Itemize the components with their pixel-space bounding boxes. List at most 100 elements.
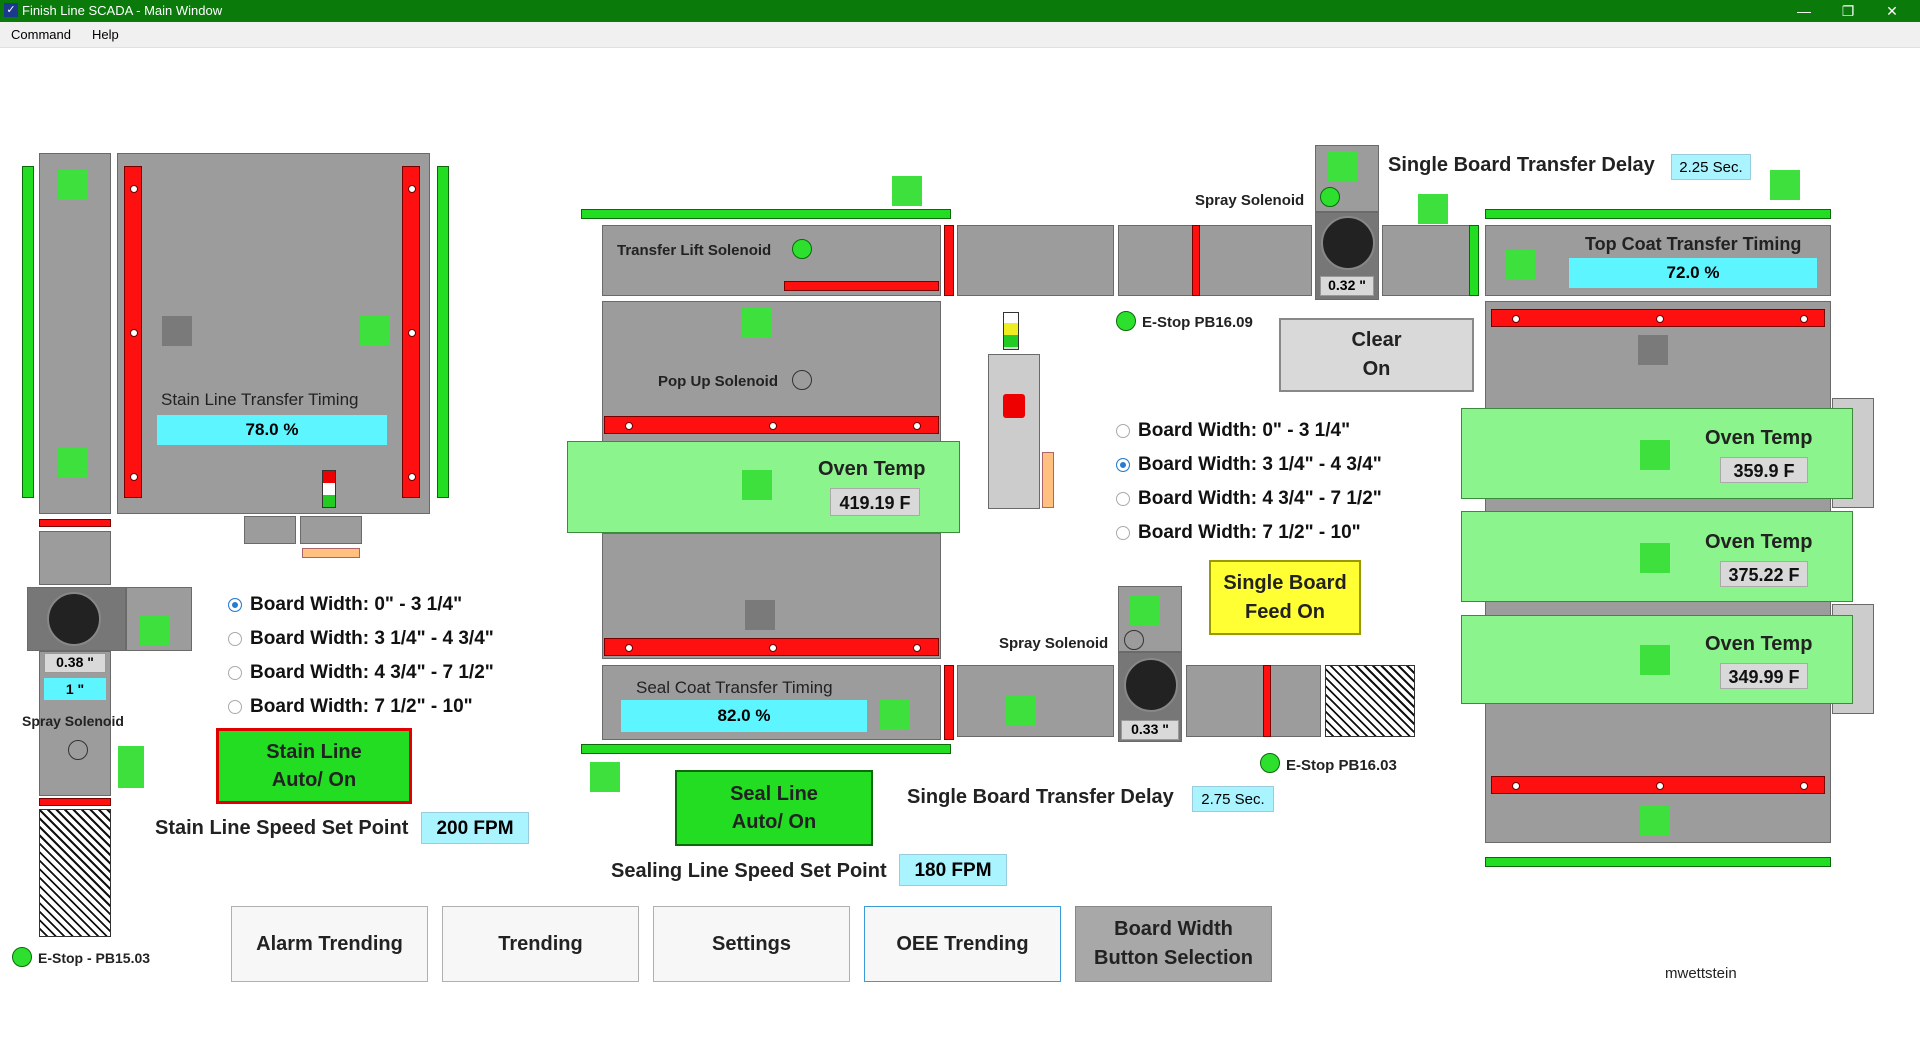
minimize-icon[interactable]: — bbox=[1784, 1, 1824, 21]
mid-tray bbox=[1042, 452, 1054, 508]
stain-transfer-timing-value[interactable]: 78.0 % bbox=[157, 415, 387, 445]
radio-selected-icon[interactable] bbox=[228, 598, 242, 612]
stain-radio-1[interactable]: Board Width: 3 1/4" - 4 3/4" bbox=[228, 622, 494, 656]
seal-transfer-timing-value[interactable]: 82.0 % bbox=[621, 700, 867, 732]
delay-top-value[interactable]: 2.25 Sec. bbox=[1671, 154, 1751, 180]
seal-speed-value[interactable]: 180 FPM bbox=[899, 854, 1007, 886]
mid-gauge-bottom-icon bbox=[1124, 658, 1178, 712]
motor-icon bbox=[1130, 596, 1160, 626]
delay-bottom-value[interactable]: 2.75 Sec. bbox=[1192, 786, 1274, 812]
topcoat-oven-3-label: Oven Temp bbox=[1705, 633, 1812, 656]
mid-radio-3[interactable]: Board Width: 7 1/2" - 10" bbox=[1116, 516, 1382, 550]
delay-bottom-label: Single Board Transfer Delay bbox=[907, 786, 1174, 809]
motor-icon bbox=[1640, 806, 1670, 836]
stain-tray bbox=[302, 548, 360, 558]
motor-icon bbox=[58, 170, 88, 200]
stain-gauge-icon bbox=[47, 592, 101, 646]
stain-gauge-value: 0.38 " bbox=[44, 653, 106, 673]
seal-auto-button[interactable]: Seal Line Auto/ On bbox=[675, 770, 873, 846]
stain-speed-value[interactable]: 200 FPM bbox=[421, 812, 529, 844]
topcoat-top-conveyor bbox=[1485, 209, 1831, 219]
mid-radio-2[interactable]: Board Width: 4 3/4" - 7 1/2" bbox=[1116, 482, 1382, 516]
single-feed-button[interactable]: Single Board Feed On bbox=[1209, 560, 1361, 635]
mid-top-conveyor-b bbox=[1118, 225, 1312, 296]
stacklight-icon bbox=[322, 470, 336, 508]
app-logo-icon: ✓ bbox=[4, 3, 18, 17]
motor-icon bbox=[880, 700, 910, 730]
radio-icon[interactable] bbox=[1116, 492, 1130, 506]
topcoat-oven-3-value: 349.99 F bbox=[1720, 663, 1808, 689]
topcoat-transfer-timing-value[interactable]: 72.0 % bbox=[1569, 258, 1817, 288]
stain-conveyor-left bbox=[22, 166, 34, 498]
alarm-trending-button[interactable]: Alarm Trending bbox=[231, 906, 428, 982]
seal-top-conveyor bbox=[581, 209, 951, 219]
popup-label: Pop Up Solenoid bbox=[658, 373, 778, 390]
mid-estop-top-indicator bbox=[1116, 311, 1136, 331]
clear-button[interactable]: Clear On bbox=[1279, 318, 1474, 392]
mid-radio-1[interactable]: Board Width: 3 1/4" - 4 3/4" bbox=[1116, 448, 1382, 482]
mid-spray-bottom-indicator bbox=[1124, 630, 1144, 650]
seal-bottom-conveyor bbox=[581, 744, 951, 754]
radio-icon[interactable] bbox=[228, 666, 242, 680]
radio-icon[interactable] bbox=[1116, 424, 1130, 438]
radio-icon[interactable] bbox=[1116, 526, 1130, 540]
mid-top-conveyor-a bbox=[957, 225, 1114, 296]
topcoat-oven-2-value: 375.22 F bbox=[1720, 561, 1808, 587]
board-width-selection-button[interactable]: Board Width Button Selection bbox=[1075, 906, 1272, 982]
stain-gauge-setpoint[interactable]: 1 " bbox=[44, 678, 106, 700]
stain-outfeed-a bbox=[244, 516, 296, 544]
title-bar: ✓ Finish Line SCADA - Main Window — ❐ ✕ bbox=[0, 0, 1920, 22]
mid-red-divider-bottom bbox=[1263, 665, 1271, 737]
seal-red-divider-lower bbox=[944, 665, 954, 740]
seal-speed-label: Sealing Line Speed Set Point bbox=[611, 860, 887, 883]
seal-oven-label: Oven Temp bbox=[818, 458, 925, 481]
stain-conveyor-right bbox=[437, 166, 449, 498]
oee-trending-button[interactable]: OEE Trending bbox=[864, 906, 1061, 982]
seal-transfer-timing-label: Seal Coat Transfer Timing bbox=[636, 678, 833, 698]
mid-estop-bottom-label: E-Stop PB16.03 bbox=[1286, 757, 1397, 774]
motor-icon bbox=[360, 316, 390, 346]
stain-radio-0[interactable]: Board Width: 0" - 3 1/4" bbox=[228, 588, 494, 622]
menu-help[interactable]: Help bbox=[92, 27, 119, 42]
stain-auto-button[interactable]: Stain Line Auto/ On bbox=[216, 728, 412, 804]
stain-estop-indicator bbox=[12, 947, 32, 967]
mid-estop-bottom-indicator bbox=[1260, 753, 1280, 773]
stain-red-strip bbox=[39, 519, 111, 527]
radio-icon[interactable] bbox=[228, 632, 242, 646]
motor-icon bbox=[140, 616, 170, 646]
radio-selected-icon[interactable] bbox=[1116, 458, 1130, 472]
radio-icon[interactable] bbox=[228, 700, 242, 714]
stain-radio-3[interactable]: Board Width: 7 1/2" - 10" bbox=[228, 690, 494, 724]
topcoat-oven-1-value: 359.9 F bbox=[1720, 457, 1808, 483]
mid-radio-0[interactable]: Board Width: 0" - 3 1/4" bbox=[1116, 414, 1382, 448]
restore-icon[interactable]: ❐ bbox=[1828, 1, 1868, 21]
mid-spray-bottom-label: Spray Solenoid bbox=[999, 635, 1108, 652]
motor-icon bbox=[58, 448, 88, 478]
stain-transfer-timing-label: Stain Line Transfer Timing bbox=[161, 390, 358, 410]
motor-icon bbox=[162, 316, 192, 346]
menu-command[interactable]: Command bbox=[11, 27, 71, 42]
seal-red-bar-2 bbox=[604, 638, 939, 656]
stain-outfeed-b bbox=[300, 516, 362, 544]
stain-radio-2[interactable]: Board Width: 4 3/4" - 7 1/2" bbox=[228, 656, 494, 690]
settings-button[interactable]: Settings bbox=[653, 906, 850, 982]
trending-button[interactable]: Trending bbox=[442, 906, 639, 982]
close-icon[interactable]: ✕ bbox=[1872, 1, 1912, 21]
popup-indicator bbox=[792, 370, 812, 390]
topcoat-red-bar-top bbox=[1491, 309, 1825, 327]
horn-icon bbox=[1003, 394, 1025, 418]
motor-icon bbox=[745, 600, 775, 630]
stain-spray-indicator bbox=[68, 740, 88, 760]
motor-icon bbox=[742, 470, 772, 500]
mid-board-width-radios: Board Width: 0" - 3 1/4" Board Width: 3 … bbox=[1116, 414, 1382, 550]
motor-icon bbox=[1006, 696, 1036, 726]
stain-speed-label: Stain Line Speed Set Point bbox=[155, 817, 408, 840]
mid-stacklight-icon bbox=[1003, 312, 1019, 350]
stain-red-bar-left bbox=[124, 166, 142, 498]
mid-gauge-top-icon bbox=[1321, 216, 1375, 270]
motor-icon bbox=[1328, 151, 1358, 181]
topcoat-bottom-conveyor bbox=[1485, 857, 1831, 867]
menu-bar: Command Help bbox=[0, 22, 1920, 48]
user-label: mwettstein bbox=[1665, 965, 1737, 982]
seal-red-divider bbox=[944, 225, 954, 296]
